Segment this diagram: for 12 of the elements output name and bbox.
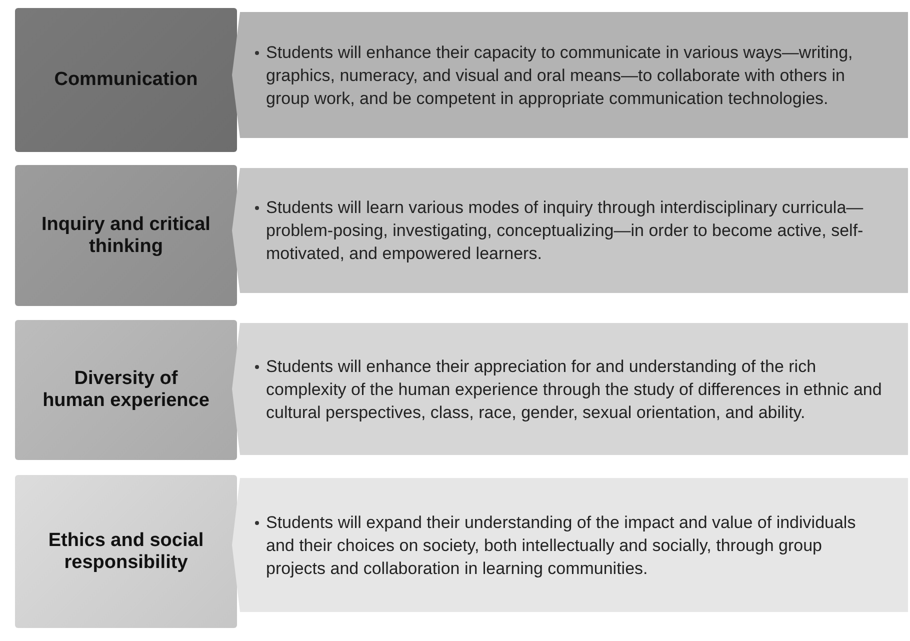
description-text: Students will learn various modes of inquiry through interdisciplinary curricula—problem-posing, investigating, conceptualizing—in order to become active, self-motivated, and empowered learners. — [266, 198, 864, 263]
description-text: Students will expand their understanding of the impact and value of individuals and their choices on society, both intellectually and socially, through group projects and collaboration in learning communities. — [266, 512, 856, 578]
category-title: Communication — [53, 69, 199, 91]
category-box — [15, 8, 237, 152]
category-title: Diversity of human experience — [42, 368, 210, 412]
category-box — [15, 320, 237, 460]
category-title: Inquiry and critical thinking — [40, 214, 212, 258]
description-text: Students will enhance their capacity to communicate in various ways—writing, graphics, numeracy, and visual and oral means—to collaborate with others in group work, and be competent in appropriate communication technologies. — [266, 42, 853, 108]
category-box — [15, 165, 237, 306]
category-box — [15, 475, 237, 628]
description-text: Students will enhance their appreciation for and understanding of the rich complexity of the human experience through the study of differences in ethnic and cultural perspectives, class, race, gender, sexual orientation, and ability. — [266, 356, 882, 422]
category-title: Ethics and social responsibility — [47, 530, 205, 574]
